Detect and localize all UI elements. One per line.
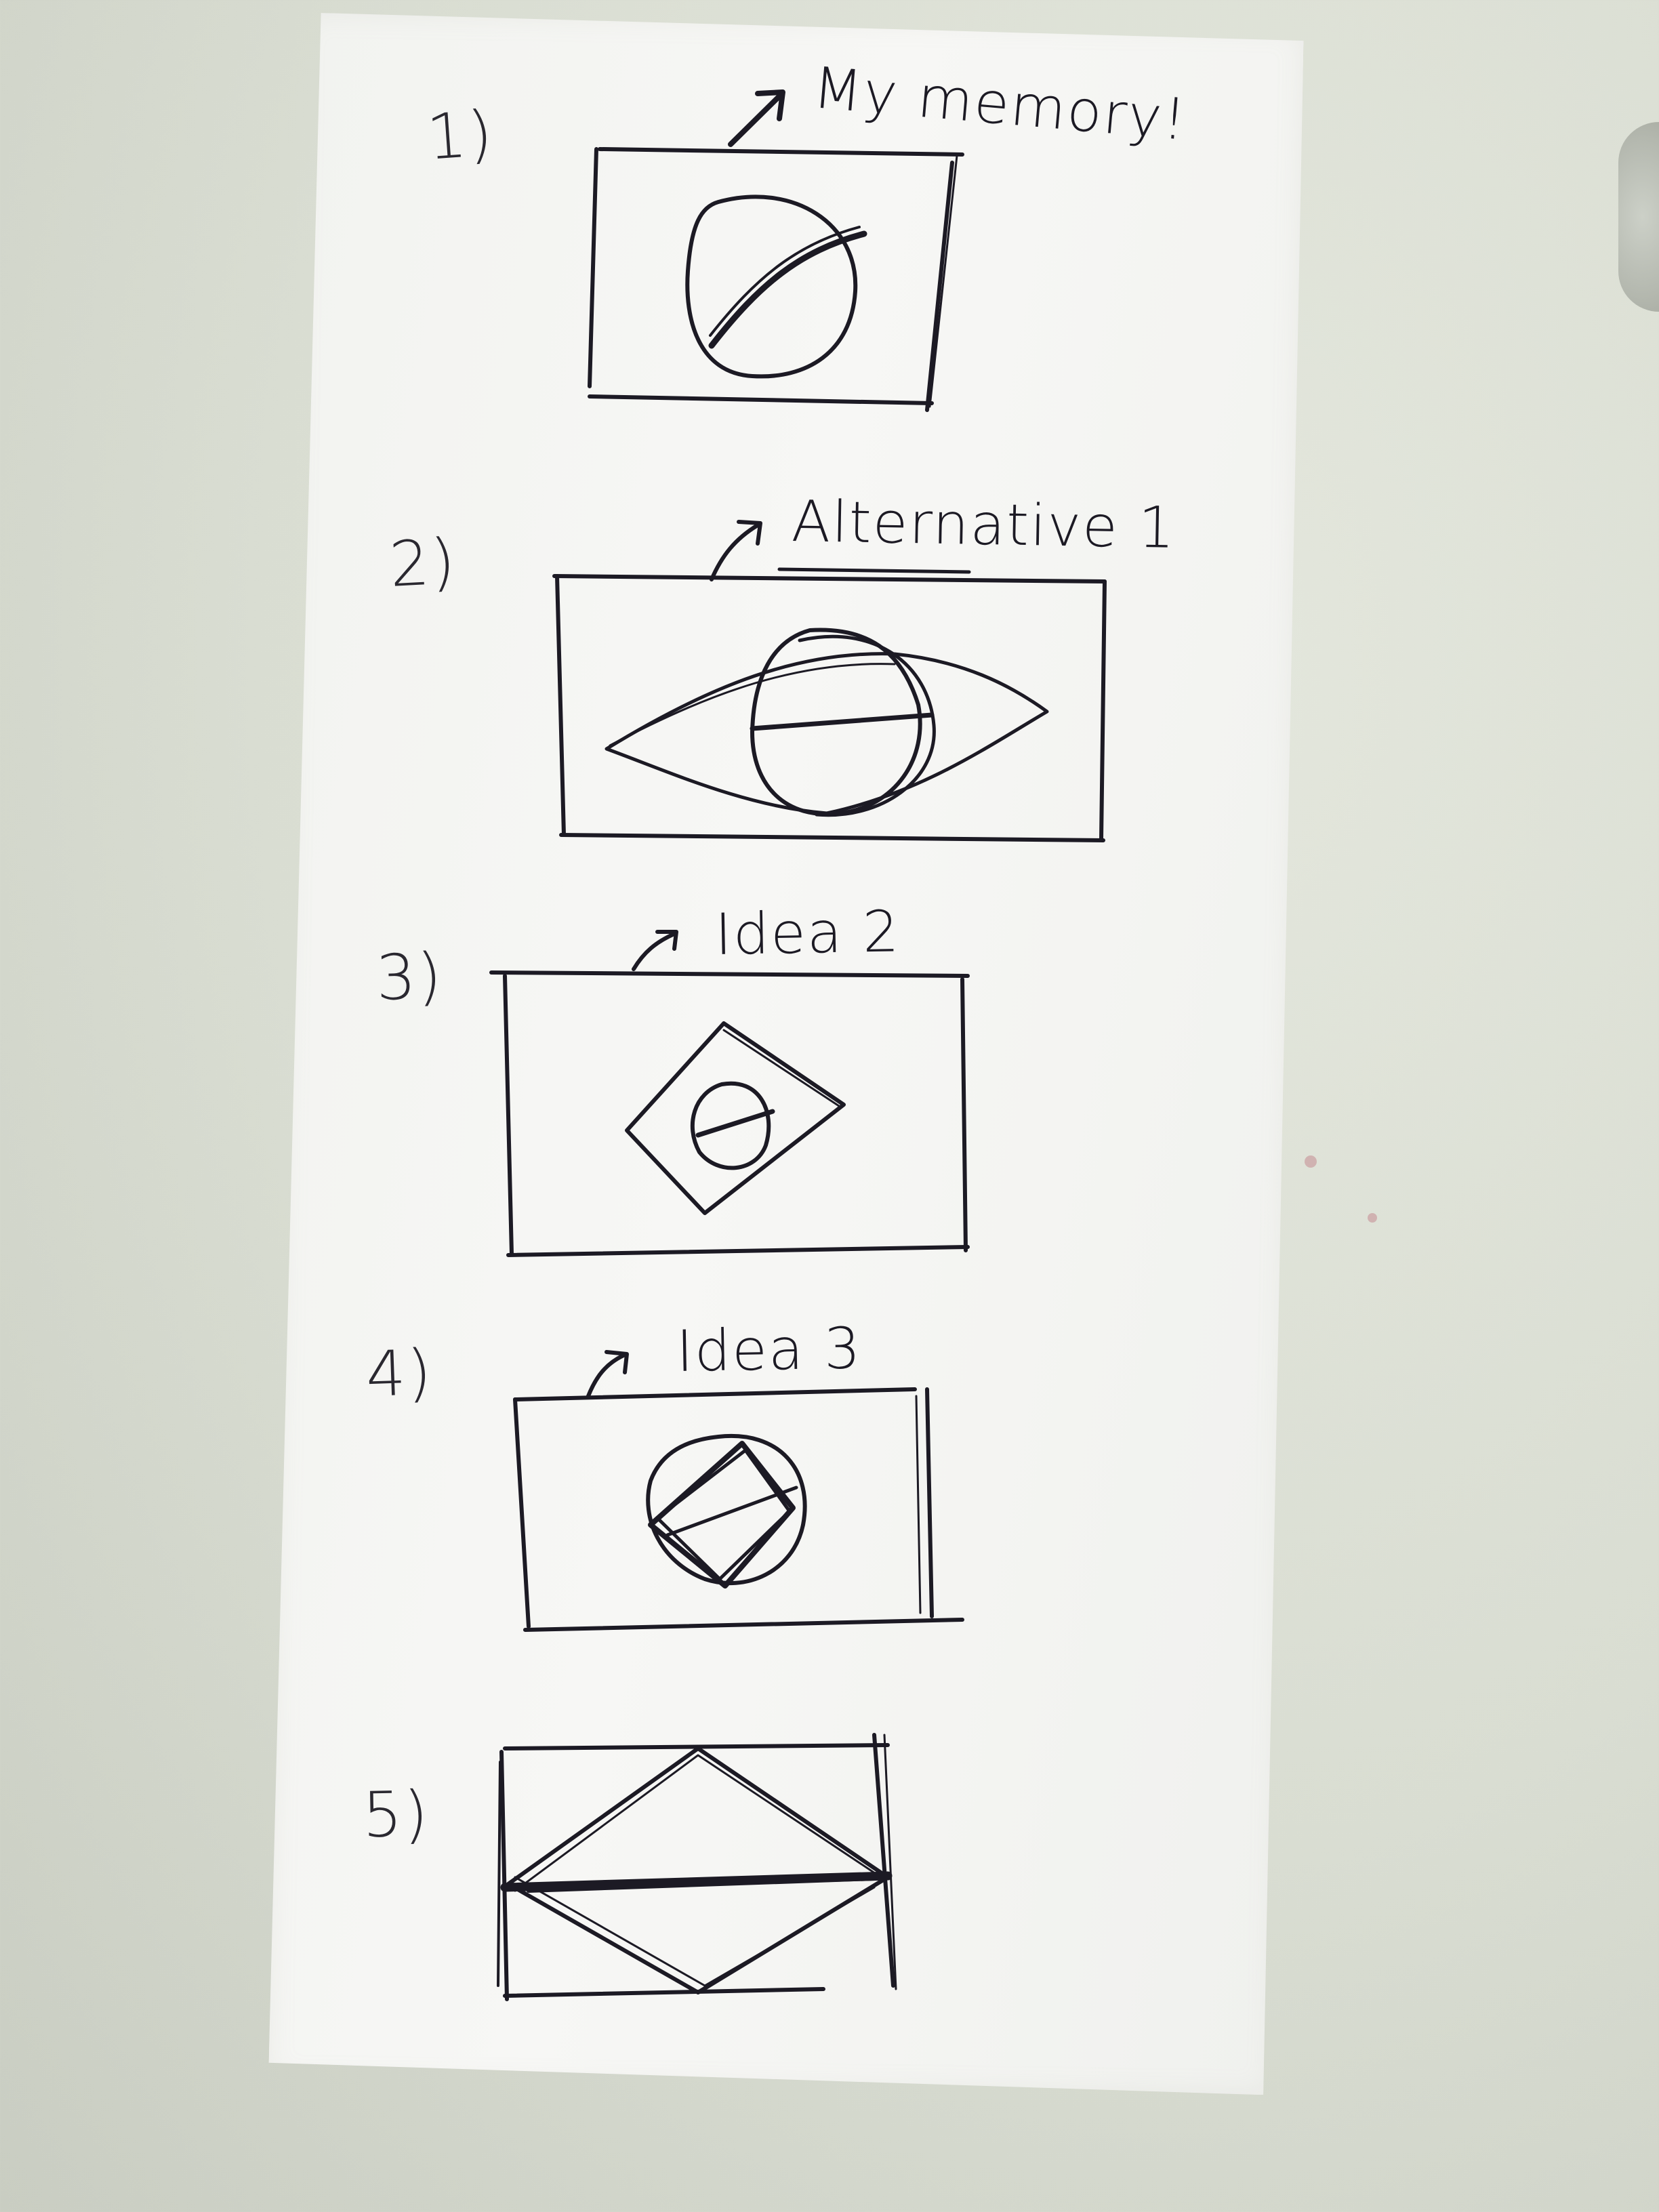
corner-object — [1618, 122, 1659, 312]
sketch-3-arrow — [632, 930, 678, 971]
sketch-label: Idea 2 — [714, 898, 901, 968]
sketch-5-flag — [497, 1733, 897, 2001]
sketch-number: 4) — [365, 1336, 434, 1411]
sketch-1-arrow — [728, 89, 785, 147]
sketch-number: 2) — [388, 525, 459, 601]
sketch-2-flag — [552, 567, 1107, 842]
wall-spot — [1305, 1155, 1317, 1168]
sketch-3-flag — [489, 970, 970, 1257]
sketch-number: 3) — [375, 939, 445, 1015]
sketch-number: 1) — [424, 97, 496, 174]
wall-spot — [1368, 1213, 1377, 1223]
sketch-1-flag — [588, 147, 964, 412]
sketch-2-arrow — [710, 520, 762, 581]
sketch-label: Idea 3 — [676, 1315, 863, 1385]
sketch-4-flag — [513, 1387, 964, 1632]
sketch-number: 5) — [362, 1778, 430, 1851]
sketch-label: Alternative 1 — [791, 488, 1176, 561]
sketch-4-arrow — [586, 1350, 629, 1398]
